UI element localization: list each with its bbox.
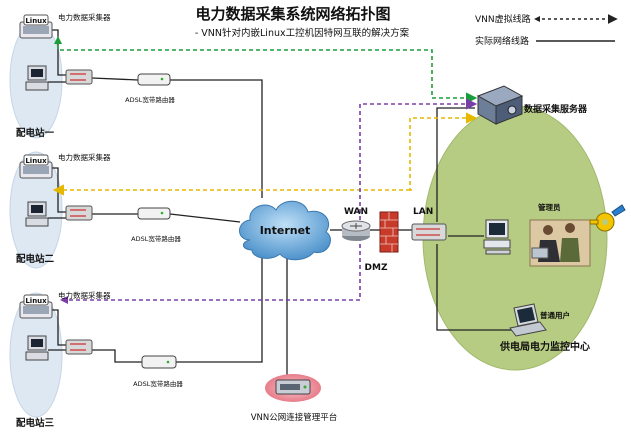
collector-label: 电力数据采集器	[58, 152, 111, 162]
wan-router-icon	[341, 220, 371, 241]
lan-switch-icon	[411, 223, 447, 241]
linux-collector-icon: Linux	[19, 154, 53, 179]
adsl-router-label: ADSL宽带路由器	[131, 234, 181, 243]
pc-icon	[25, 65, 49, 91]
user-station: 普通用户	[509, 303, 570, 337]
vnn-green-arrow-start	[54, 36, 62, 44]
real-network-lines	[48, 29, 512, 378]
user-label: 普通用户	[540, 310, 570, 320]
adsl-router-icon	[137, 73, 171, 86]
linux-badge: Linux	[25, 17, 47, 25]
admin-pc-icon	[483, 219, 511, 255]
station-name: 配电站一	[16, 127, 55, 139]
key-icon	[589, 204, 626, 232]
line-s3-collector-switch	[52, 309, 72, 346]
linux-collector-icon: Linux	[19, 294, 53, 319]
diagram-subtitle: - VNN针对内嵌Linux工控机因特网互联的解决方案	[195, 27, 410, 39]
platform-server-icon	[275, 379, 311, 395]
internet-cloud-icon: Internet	[239, 200, 331, 261]
legend-vnn-label: VNN虚拟线路	[475, 13, 531, 25]
admin-people-icon	[529, 219, 591, 267]
line-s3-switch-router	[92, 349, 142, 363]
linux-collector-icon: Linux	[19, 14, 53, 39]
line-lan-user	[436, 244, 512, 331]
adsl-router-label: ADSL宽带路由器	[133, 379, 183, 388]
collector-label: 电力数据采集器	[58, 290, 111, 300]
station-name: 配电站三	[16, 417, 55, 429]
vnn-lines	[52, 36, 478, 304]
line-s1-collector-switch	[52, 29, 72, 76]
vnn-purple-arrow-start	[60, 296, 68, 304]
pc-icon	[25, 201, 49, 227]
admin-station: 管理员	[483, 202, 626, 267]
adsl-router-label: ADSL宽带路由器	[125, 95, 175, 104]
switch-icon	[65, 69, 93, 85]
legend-vnn-arrow-left	[534, 16, 540, 22]
legend: VNN虚拟线路 实际网络线路	[475, 13, 618, 47]
pc-icon	[25, 335, 49, 361]
linux-badge: Linux	[25, 297, 47, 305]
monitoring-center-label: 供电局电力监控中心	[499, 340, 590, 353]
diagram-title: 电力数据采集系统网络拓扑图	[195, 5, 390, 23]
adsl-router-icon	[141, 355, 177, 369]
station-one: Linux 电力数据采集器 ADSL宽带路由器 配电站一	[16, 12, 175, 139]
line-s3-router-internet	[176, 256, 263, 363]
station-name: 配电站二	[16, 253, 55, 265]
platform-label: VNN公网连接管理平台	[251, 412, 338, 423]
line-s1-router-internet	[170, 79, 263, 198]
admin-label: 管理员	[538, 202, 561, 212]
station-three: Linux 电力数据采集器 ADSL宽带路由器 配电站三	[16, 290, 183, 429]
internet-label: Internet	[260, 224, 311, 237]
line-lan-server	[436, 107, 475, 222]
adsl-router-icon	[137, 207, 171, 220]
lan-label: LAN	[413, 207, 433, 217]
station-two: Linux 电力数据采集器 ADSL宽带路由器 配电站二	[16, 152, 181, 265]
vnn-green-line	[57, 38, 478, 104]
firewall-icon	[379, 211, 399, 253]
line-s1-switch-router	[91, 77, 139, 81]
dmz-label: DMZ	[365, 263, 388, 273]
collector-label: 电力数据采集器	[58, 12, 111, 22]
wan-label: WAN	[344, 207, 368, 217]
data-server: 数据采集服务器	[476, 85, 588, 125]
laptop-icon	[509, 303, 547, 337]
line-s2-router-internet	[169, 213, 241, 223]
linux-badge: Linux	[25, 157, 47, 165]
vnn-yellow-line	[409, 112, 478, 191]
vnn-platform: VNN公网连接管理平台	[251, 374, 338, 423]
switch-icon	[65, 339, 93, 355]
switch-icon	[65, 205, 93, 221]
vnn-purple-line	[62, 98, 478, 301]
legend-real-label: 实际网络线路	[475, 35, 529, 47]
server-label: 数据采集服务器	[524, 103, 588, 115]
server-icon	[476, 85, 524, 125]
